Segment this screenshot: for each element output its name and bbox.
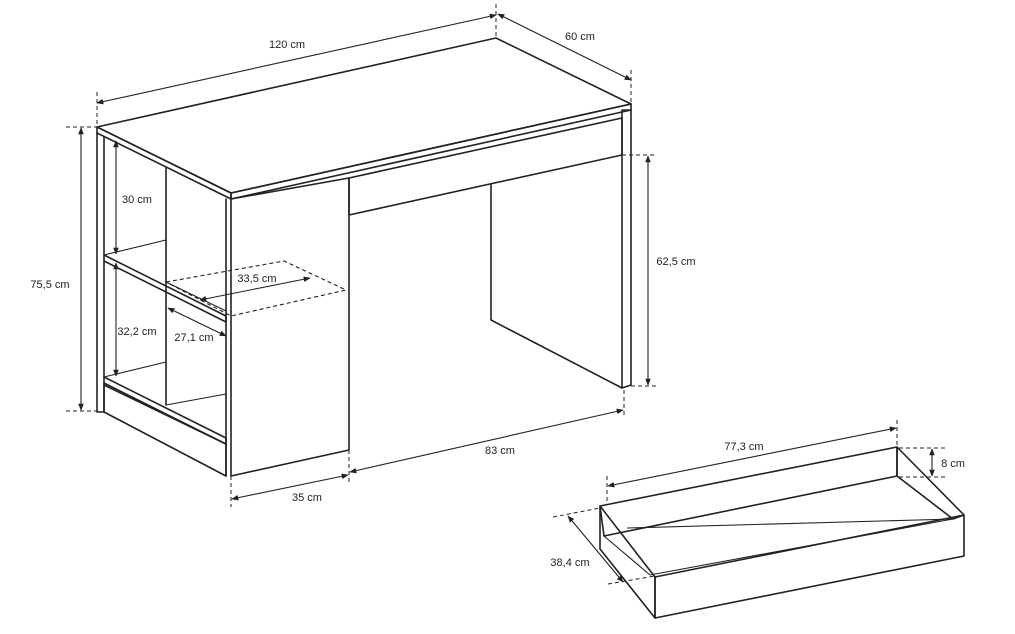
desk-shelf-back-line-1 <box>103 239 167 256</box>
dim-line-cabinet-width <box>231 473 349 501</box>
drawer-left-side <box>599 505 656 619</box>
desk-shelf-lower <box>103 376 227 445</box>
dim-label-leg-span: 83 cm <box>485 445 515 457</box>
dim-label-shelf-width: 33,5 cm <box>237 273 276 285</box>
desk-base-plinth <box>103 384 227 477</box>
dim-label-shelf-bottom-height: 32,2 cm <box>117 326 156 338</box>
dim-label-drawer-depth: 38,4 cm <box>550 557 589 569</box>
drawer <box>599 446 965 619</box>
dim-line-drawer-width <box>607 426 897 488</box>
desk-dimensions: 120 cm 60 cm 75,5 cm 62,5 cm 83 cm 35 cm… <box>30 4 696 507</box>
desk-right-leg-panel <box>621 109 632 389</box>
desk-drawer-front <box>348 117 623 216</box>
dim-label-cabinet-width: 35 cm <box>292 492 322 504</box>
drawer-front-panel <box>654 514 965 619</box>
dim-label-depth: 60 cm <box>565 31 595 43</box>
dim-label-shelf-top-height: 30 cm <box>122 194 152 206</box>
dim-label-width: 120 cm <box>269 39 305 51</box>
dim-label-drawer-height: 8 cm <box>941 458 965 470</box>
desk <box>96 37 632 477</box>
desk-cabinet-front <box>230 177 350 477</box>
desk-shelf-outer-left <box>96 132 105 413</box>
dim-line-depth <box>497 13 632 81</box>
dim-line-shelf-depth <box>167 307 227 337</box>
desk-shelf-back-line-4 <box>165 393 227 406</box>
dim-label-shelf-depth: 27,1 cm <box>174 332 213 344</box>
drawer-inner-front <box>649 518 954 576</box>
desk-top-right-edge <box>230 103 632 200</box>
dim-line-width <box>96 13 497 105</box>
desk-right-leg-inner <box>490 184 623 389</box>
desk-top-front-edge <box>96 126 232 200</box>
dim-line-shelf-width <box>199 276 311 302</box>
dim-label-leg-height: 62,5 cm <box>656 256 695 268</box>
drawer-back-panel <box>599 446 898 537</box>
desk-shelf-back-line-3 <box>103 361 167 378</box>
dim-label-drawer-width: 77,3 cm <box>724 441 763 453</box>
desk-shelf-back-line-2 <box>165 281 227 312</box>
dim-line-leg-span <box>349 408 624 474</box>
desk-shelf-middle <box>103 254 227 323</box>
drawer-inner-back <box>626 518 954 529</box>
dim-line-drawer-depth <box>567 515 624 583</box>
drawer-dimensions: 77,3 cm 8 cm 38,4 cm <box>550 420 965 585</box>
desk-hidden-shelf-outline <box>164 260 348 317</box>
dim-label-height: 75,5 cm <box>30 279 69 291</box>
